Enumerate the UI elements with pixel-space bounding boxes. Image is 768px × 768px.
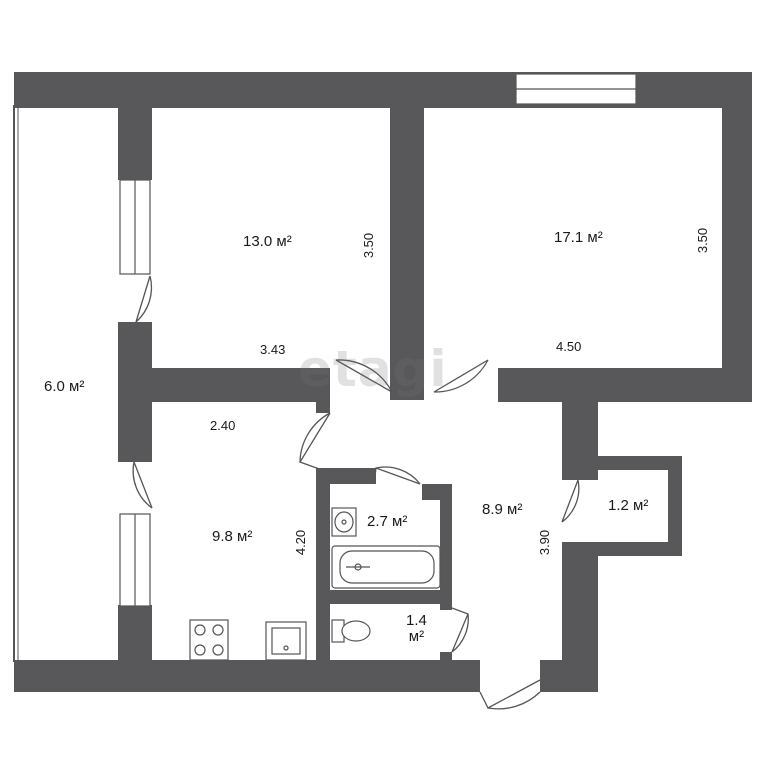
dim-living-room-depth: 3.50	[695, 227, 711, 254]
doors	[132, 275, 580, 710]
area-label-living-room: 17.1 м²	[554, 229, 603, 246]
dim-living-room-width: 4.50	[556, 339, 582, 354]
dim-hallway-depth: 3.90	[537, 529, 553, 556]
area-label-hallway: 8.9 м²	[482, 501, 523, 518]
dim-kitchen-depth: 4.20	[293, 529, 309, 556]
loggia-glazing	[13, 105, 19, 662]
area-label-bathroom: 2.7 м²	[367, 513, 408, 530]
sink-icon	[265, 621, 307, 661]
dim-bedroom-1-width: 3.43	[260, 342, 286, 357]
bathtub-icon	[331, 545, 441, 589]
dim-kitchen-width: 2.40	[210, 418, 236, 433]
stove-icon	[189, 619, 229, 661]
windows	[119, 73, 637, 607]
toilet-icon	[331, 619, 371, 643]
area-label-kitchen: 9.8 м²	[212, 528, 253, 545]
area-label-bedroom-1: 13.0 м²	[243, 233, 292, 250]
dim-bedroom-1-depth: 3.50	[361, 232, 377, 259]
area-label-loggia: 6.0 м²	[44, 378, 85, 395]
area-label-storage: 1.2 м²	[608, 497, 649, 514]
watermark: etagi	[298, 340, 448, 398]
washbasin-icon	[331, 507, 357, 537]
